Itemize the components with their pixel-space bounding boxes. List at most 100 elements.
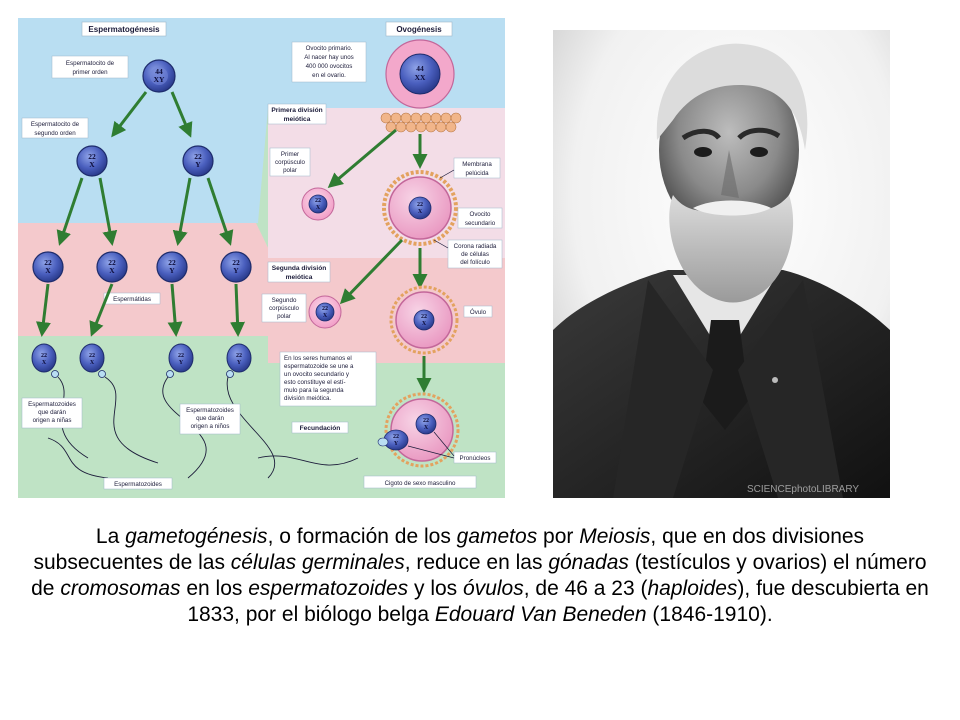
- svg-text:X: X: [109, 266, 115, 275]
- svg-text:44: 44: [155, 67, 163, 76]
- svg-text:22: 22: [108, 258, 116, 267]
- spermatid-1: 22 X: [32, 251, 64, 283]
- svg-text:X: X: [418, 209, 423, 215]
- caption-term: óvulos: [463, 577, 524, 600]
- caption-text: , o formación de los: [267, 525, 457, 548]
- svg-text:22: 22: [44, 258, 52, 267]
- caption-text: (testículos y ovarios) el número de: [31, 551, 927, 600]
- hair: [656, 43, 808, 150]
- caption-text: ), fue descubierta en 1833, por el biólo…: [187, 577, 929, 626]
- sperm-4: 22 Y: [226, 343, 276, 479]
- label-secondary-spermatocyte: Espermatocito de: [31, 121, 80, 128]
- svg-text:X: X: [424, 425, 429, 431]
- primary-oocyte: 44 XX: [385, 39, 455, 109]
- label-second-division: Segunda división: [272, 265, 327, 272]
- note-fertilization-stimulus: En los seres humanos el: [284, 355, 352, 362]
- caption: La gametogénesis, o formación de los gam…: [30, 524, 930, 628]
- caption-text: en los: [180, 577, 249, 600]
- svg-text:22: 22: [236, 353, 242, 359]
- label-secondary-oocyte: Ovocito: [470, 211, 492, 218]
- svg-text:Al nacer hay unos: Al nacer hay unos: [304, 54, 354, 61]
- caption-text: , reduce en las: [404, 551, 549, 574]
- svg-text:meiótica: meiótica: [286, 274, 313, 281]
- van-beneden-portrait: SCIENCEphotoLIBRARY: [553, 30, 890, 498]
- svg-text:X: X: [42, 360, 47, 366]
- secondary-spermatocyte-x: 22 X: [76, 145, 108, 177]
- svg-text:secundario: secundario: [465, 220, 496, 227]
- label-fertilization: Fecundación: [300, 425, 341, 432]
- caption-term: células germinales: [230, 551, 405, 574]
- caption-term: espermatozoides: [248, 577, 409, 600]
- svg-text:22: 22: [421, 314, 427, 320]
- svg-text:que darán: que darán: [38, 409, 66, 416]
- caption-term: gametos: [456, 525, 538, 548]
- caption-text: La: [95, 525, 126, 548]
- svg-text:polar: polar: [283, 167, 297, 174]
- title-spermatogenesis: Espermatogénesis: [88, 25, 160, 34]
- caption-text: por: [537, 525, 580, 548]
- svg-text:22: 22: [315, 198, 321, 204]
- caption-term: cromosomas: [60, 577, 181, 600]
- first-polar-body: 22 X: [301, 187, 335, 221]
- gametogenesis-diagram: Espermatogénesis Ovogénesis 44 XY Esperm…: [18, 18, 505, 498]
- caption-term: gónadas: [548, 551, 629, 574]
- zygote: 22 X 22 Y: [377, 392, 460, 468]
- follicle-cells: [380, 112, 462, 133]
- spermatid-4: 22 Y: [220, 251, 252, 283]
- secondary-spermatocyte-y: 22 Y: [182, 145, 214, 177]
- caption-term: gametogénesis: [125, 525, 268, 548]
- ovum: 22 X: [389, 285, 459, 355]
- caption-text: , de 46 a 23 (: [523, 577, 648, 600]
- svg-text:X: X: [90, 360, 95, 366]
- title-oogenesis: Ovogénesis: [396, 25, 442, 34]
- svg-text:en el ovario.: en el ovario.: [312, 72, 346, 79]
- svg-text:Y: Y: [394, 441, 399, 447]
- label-spermatozoa: Espermatozoides: [114, 481, 162, 488]
- svg-text:división meiótica.: división meiótica.: [284, 395, 331, 402]
- second-polar-body: 22 X: [308, 295, 342, 329]
- label-pronuclei: Pronúcleos: [460, 455, 491, 462]
- label-spermatids: Espermátidas: [113, 296, 151, 303]
- svg-text:22: 22: [417, 202, 423, 208]
- svg-text:que darán: que darán: [196, 415, 224, 422]
- tie: [701, 320, 749, 430]
- primary-spermatocyte: 44 XY: [142, 59, 176, 93]
- svg-text:22: 22: [194, 152, 202, 161]
- secondary-oocyte: 22 X: [382, 170, 458, 246]
- label-sperm-girls: Espermatozoides: [28, 401, 76, 408]
- svg-text:Y: Y: [169, 266, 175, 275]
- label-corona-radiata: Corona radiada: [454, 243, 497, 250]
- svg-text:44: 44: [416, 64, 424, 73]
- svg-text:22: 22: [89, 353, 95, 359]
- svg-text:del folículo: del folículo: [460, 259, 490, 266]
- spermatid-2: 22 X: [96, 251, 128, 283]
- svg-text:22: 22: [41, 353, 47, 359]
- svg-text:mulo para la segunda: mulo para la segunda: [284, 387, 344, 394]
- label-second-polar-body: Segundo: [272, 297, 297, 304]
- caption-term: Meiosis: [579, 525, 651, 548]
- spermatid-3: 22 Y: [156, 251, 188, 283]
- caption-text: y los: [408, 577, 464, 600]
- svg-text:Y: Y: [233, 266, 239, 275]
- caption-term: Edouard Van Beneden: [434, 603, 647, 626]
- label-zygote: Cigoto de sexo masculino: [385, 480, 456, 487]
- svg-text:22: 22: [168, 258, 176, 267]
- svg-text:corpúsculo: corpúsculo: [275, 159, 305, 166]
- svg-text:segundo orden: segundo orden: [34, 130, 76, 137]
- svg-text:primer orden: primer orden: [72, 69, 108, 76]
- svg-text:X: X: [323, 313, 328, 319]
- svg-text:polar: polar: [277, 313, 291, 320]
- svg-text:Y: Y: [195, 160, 201, 169]
- svg-text:22: 22: [88, 152, 96, 161]
- svg-text:esto constituye el estí-: esto constituye el estí-: [284, 379, 346, 386]
- svg-text:X: X: [45, 266, 51, 275]
- beard: [669, 195, 794, 303]
- svg-text:origen a niños: origen a niños: [191, 423, 230, 430]
- caption-text: , que en dos divisiones subsecuentes de …: [33, 525, 865, 574]
- sperm-2: 22 X: [79, 343, 159, 464]
- label-sperm-boys: Espermatozoides: [186, 407, 234, 414]
- svg-text:Y: Y: [179, 360, 184, 366]
- svg-text:22: 22: [178, 353, 184, 359]
- svg-text:X: X: [89, 160, 95, 169]
- svg-text:XY: XY: [154, 75, 165, 84]
